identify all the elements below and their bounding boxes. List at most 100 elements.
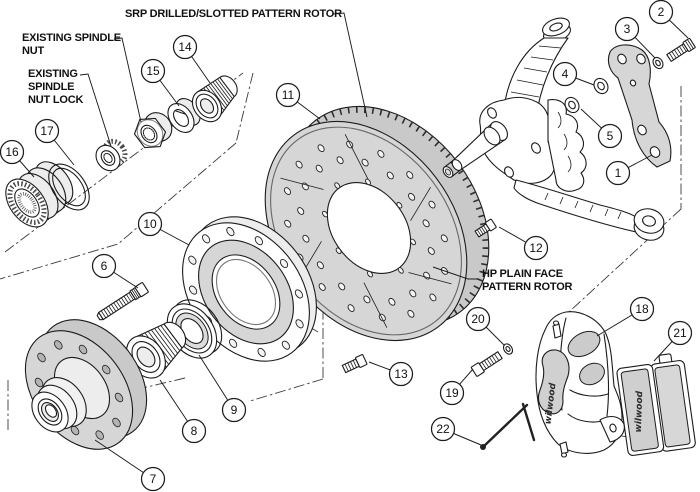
callout-balloon xyxy=(388,361,414,387)
callout-9: 9 xyxy=(198,354,247,423)
callout-balloon xyxy=(275,82,301,108)
label-text: SPINDLE xyxy=(28,81,74,93)
callout-number: 17 xyxy=(40,124,54,138)
callout-22: 22 xyxy=(430,416,482,446)
callout-number: 13 xyxy=(394,367,408,381)
part-caliper-washer xyxy=(502,343,514,355)
part-caliper-bracket xyxy=(607,44,672,168)
callout-number: 15 xyxy=(146,64,160,78)
part-wheel-stud xyxy=(96,282,149,321)
callout-19: 19 xyxy=(439,368,474,406)
callout-1: 1 xyxy=(605,154,653,186)
callout-5: 5 xyxy=(580,108,623,149)
callout-8: 8 xyxy=(159,379,207,444)
callout-number: 19 xyxy=(445,386,459,400)
callout-20: 20 xyxy=(465,306,505,346)
callout-balloon xyxy=(648,0,674,25)
callout-number: 12 xyxy=(529,241,543,255)
label-text: PATTERN ROTOR xyxy=(482,281,573,293)
callout-balloon xyxy=(523,235,549,261)
callout-7: 7 xyxy=(94,439,166,492)
label-srp-rotor: SRP DRILLED/SLOTTED PATTERN ROTOR xyxy=(125,8,368,118)
callout-3: 3 xyxy=(614,16,656,59)
callout-balloon xyxy=(439,380,465,406)
callout-balloon xyxy=(667,320,693,346)
callout-16: 16 xyxy=(0,139,35,178)
callout-number: 18 xyxy=(635,302,649,316)
callout-balloon xyxy=(465,306,491,332)
callout-balloon xyxy=(221,397,247,423)
part-outer-bearing xyxy=(191,75,238,123)
part-caliper: wilwood xyxy=(535,311,625,458)
label-text: NUT LOCK xyxy=(28,94,83,106)
callout-number: 22 xyxy=(436,422,450,436)
callout-number: 4 xyxy=(562,67,569,81)
callout-18: 18 xyxy=(596,296,655,337)
part-washer-4 xyxy=(593,77,609,95)
callout-balloon xyxy=(91,253,117,279)
callout-number: 9 xyxy=(231,403,238,417)
callout-balloon xyxy=(597,123,623,149)
pad-logo: wilwood xyxy=(634,390,645,432)
callout-number: 3 xyxy=(624,22,631,36)
callout-number: 2 xyxy=(658,5,665,19)
callout-4: 4 xyxy=(552,61,595,87)
label-text: EXISTING SPINDLE xyxy=(22,32,121,44)
callout-number: 8 xyxy=(191,424,198,438)
label-text: HP PLAIN FACE xyxy=(482,268,563,280)
callout-17: 17 xyxy=(34,118,75,166)
callout-balloon xyxy=(552,61,578,87)
callout-balloon xyxy=(34,118,60,144)
callout-number: 20 xyxy=(471,312,485,326)
part-bolt-12 xyxy=(474,218,497,238)
callout-balloon xyxy=(614,16,640,42)
callout-12: 12 xyxy=(498,226,549,261)
label-text: NUT xyxy=(22,45,44,57)
callout-14: 14 xyxy=(172,34,211,84)
part-brake-pads: wilwood xyxy=(616,353,696,456)
part-washer-3 xyxy=(652,56,664,70)
callout-13: 13 xyxy=(368,361,414,387)
labels-layer: SRP DRILLED/SLOTTED PATTERN ROTOREXISTIN… xyxy=(22,8,573,293)
callout-balloon xyxy=(172,34,198,60)
part-o-ring xyxy=(48,163,90,211)
callout-number: 1 xyxy=(615,166,622,180)
callout-number: 11 xyxy=(282,88,295,102)
part-washer-5 xyxy=(564,96,580,114)
callout-balloon xyxy=(140,58,166,84)
callout-balloon xyxy=(430,416,456,442)
callout-number: 7 xyxy=(150,472,157,486)
part-retaining-pin xyxy=(480,402,536,450)
part-spindle-nut-lock xyxy=(95,138,128,172)
callout-number: 16 xyxy=(5,145,19,159)
callout-15: 15 xyxy=(140,58,180,107)
callout-balloon xyxy=(181,418,207,444)
callout-2: 2 xyxy=(648,0,689,39)
label-text: EXISTING xyxy=(28,68,78,80)
callout-balloon xyxy=(605,160,631,186)
part-spindle-knuckle xyxy=(442,17,665,241)
part-bracket-bolt xyxy=(666,37,696,62)
callout-number: 21 xyxy=(673,326,687,340)
callout-balloon xyxy=(629,296,655,322)
part-rotor-adapter xyxy=(182,216,317,362)
part-dust-cap xyxy=(5,161,74,228)
part-spindle-nut xyxy=(133,112,173,149)
part-bolt-13 xyxy=(341,354,368,374)
part-hub xyxy=(24,319,148,450)
callout-21: 21 xyxy=(653,320,693,362)
callout-6: 6 xyxy=(91,253,139,289)
callout-11: 11 xyxy=(275,82,321,120)
callout-balloon xyxy=(140,466,166,492)
callout-number: 10 xyxy=(143,217,157,231)
callout-number: 6 xyxy=(101,259,108,273)
callout-balloon xyxy=(137,211,163,237)
callout-10: 10 xyxy=(137,211,190,246)
callout-number: 5 xyxy=(607,129,614,143)
part-caliper-bolt xyxy=(470,351,503,377)
